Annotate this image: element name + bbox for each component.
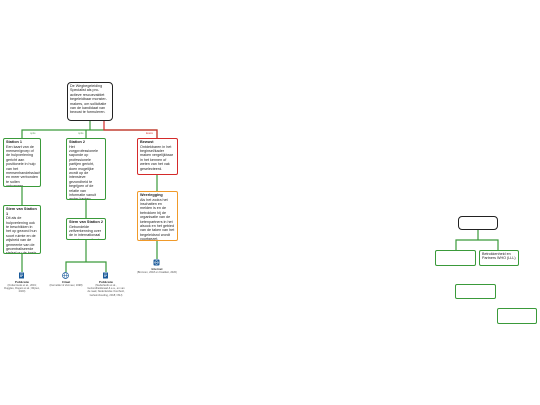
node-station-2[interactable]: Station 2 Het zorgprofessionele saponde … — [66, 138, 106, 200]
node-body: Als het zodra het inschatten en melden i… — [140, 197, 175, 241]
connector-branch-bar — [21, 129, 158, 138]
node-title: Stem van Station 2 — [69, 220, 103, 224]
node-title: Stem van Station 1 — [6, 207, 37, 216]
node-body: Het zorgprofessionele saponde op profess… — [69, 144, 99, 200]
edge-label-right: keuze — [146, 132, 153, 135]
source-citation: (Bronnen, 2018 en Kwaliteit, 2020) — [137, 271, 177, 274]
connector-right-cluster — [455, 230, 499, 250]
document-icon — [18, 272, 25, 279]
connector-to-bewust-red — [103, 121, 158, 138]
document-icon — [102, 272, 109, 279]
source-citation: (Onderzoeks et al., 2019; Ruggles, Roger… — [4, 284, 40, 294]
node-title: Weerlegging — [140, 193, 163, 197]
connector-stem2-sources — [65, 261, 107, 272]
globe-icon — [62, 272, 69, 279]
edge-label-left: optie — [30, 132, 36, 135]
node-body: Gebundelde zelfverkenning over de in int… — [69, 224, 103, 240]
root-topic-text: De Wegbegeleiding Specialist als pro-act… — [70, 84, 107, 115]
source-title: Internet — [151, 267, 163, 271]
right-center-topic[interactable] — [458, 216, 498, 230]
source-title: Citaat — [61, 280, 71, 284]
node-stem-station-1[interactable]: Stem van Station 1 Dit als de hulpverlen… — [3, 205, 41, 254]
node-title: Station 2 — [69, 140, 86, 144]
edge-label-middle: optie — [78, 132, 84, 135]
node-body: Dit als de hulpverlening ook te beschikk… — [6, 216, 38, 254]
node-body: Een kaart van de mensen/groep of de hulp… — [6, 144, 41, 187]
node-title: Station 1 — [6, 140, 23, 144]
node-bewust[interactable]: Bewust Ontdekbaren in het beginsel/kader… — [137, 138, 178, 175]
source-citation: (Nederlands et al., Gezondheidsraad & e.… — [87, 284, 125, 297]
node-weerlegging[interactable]: Weerlegging Als het zodra het inschatten… — [137, 191, 178, 241]
node-station-1[interactable]: Station 1 Een kaart van de mensen/groep … — [3, 138, 41, 187]
right-node-small-1[interactable] — [455, 284, 496, 299]
right-node-right[interactable]: Betrokkenheid en Partners WHO (LLL) — [479, 250, 519, 266]
root-topic[interactable]: De Wegbegeleiding Specialist als pro-act… — [67, 82, 113, 121]
source-citation: (Kernelder & Vermeer, 1998) — [49, 284, 83, 287]
right-node-small-2[interactable] — [497, 308, 537, 324]
node-title: Bewust — [140, 140, 154, 144]
node-body: Ontdekbaren in het beginsel/kader maken … — [140, 144, 173, 171]
internet-icon — [153, 259, 160, 266]
node-body: Betrokkenheid en Partners WHO (LLL) — [482, 252, 516, 261]
node-stem-station-2[interactable]: Stem van Station 2 Gebundelde zelfverken… — [66, 218, 106, 240]
source-title: Publicatie — [14, 280, 30, 284]
right-node-left[interactable] — [435, 250, 476, 266]
source-title: Publicatie — [98, 280, 114, 284]
